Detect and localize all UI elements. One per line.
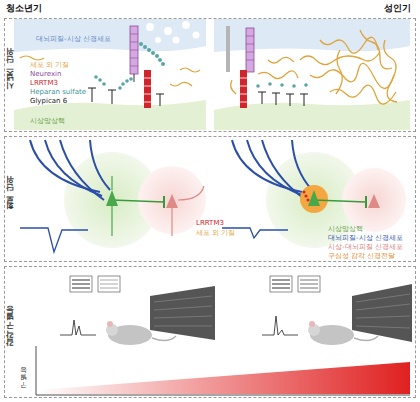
axis-label: 구별능 [20, 372, 27, 393]
text-label: LRRTM3 [196, 220, 224, 227]
panel-title: 시냅스 단위 [6, 54, 17, 97]
text-label: 구심성 감각 신경전달 [328, 253, 395, 260]
text-label: 시상망상핵 [328, 226, 363, 233]
text-label: Glypican 6 [30, 98, 67, 105]
text-label: 시상망상핵 [30, 118, 65, 125]
panel-title: 감각 구별능 [6, 311, 17, 354]
text-label: Neurexin [30, 71, 61, 78]
text-label: 대뇌피질-시상 신경세포 [328, 235, 403, 242]
text-label: 대뇌피질-시상 신경세포 [36, 36, 111, 43]
text-label: 세포 외 기질 [196, 230, 235, 237]
text-label: Heparan sulfate [30, 89, 86, 96]
panel-box: 감각 구별능 [4, 266, 416, 398]
text-label: 성인기 [384, 4, 411, 13]
text-label: 시상-대뇌피질 신경세포 [328, 244, 403, 251]
text-label: 청소년기 [6, 4, 42, 13]
panel-title: 회로 단위 [6, 182, 17, 217]
text-label: LRRTM3 [30, 80, 58, 87]
text-label: 세포 외 기질 [30, 62, 69, 69]
